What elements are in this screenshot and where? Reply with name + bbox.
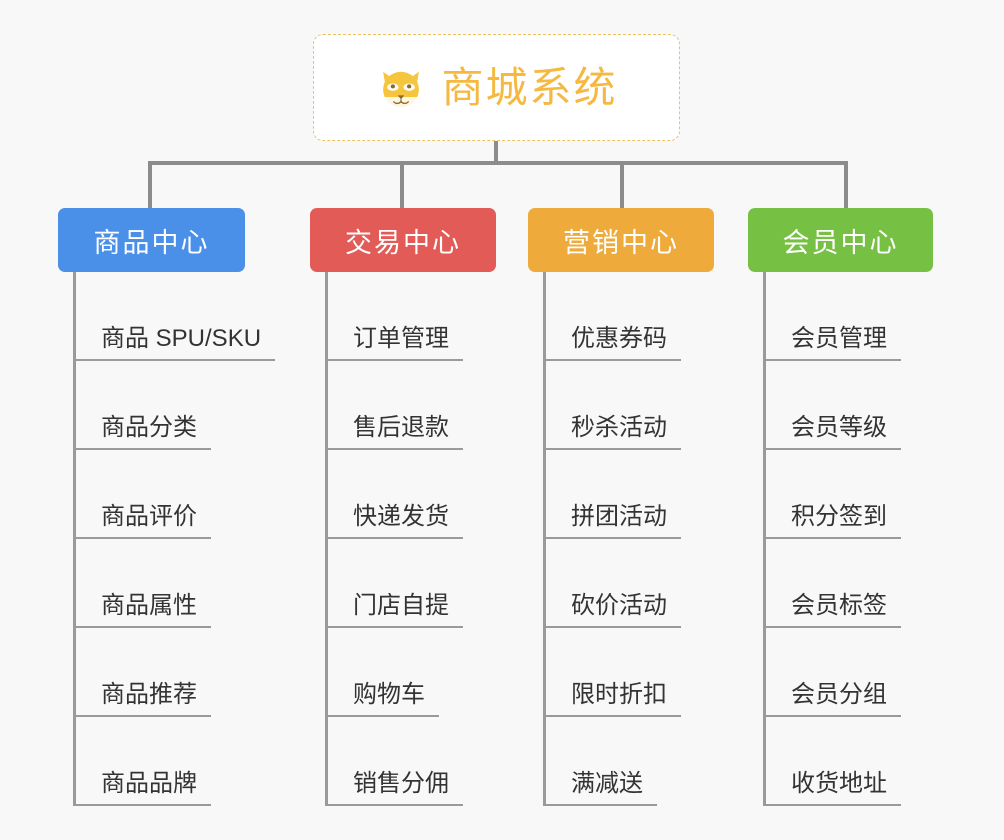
leaf-item[interactable]: 售后退款 (325, 361, 463, 450)
branch-spine-2 (325, 272, 328, 806)
leaf-item[interactable]: 商品属性 (73, 539, 211, 628)
leaf-item[interactable]: 商品评价 (73, 450, 211, 539)
leaf-label: 砍价活动 (543, 592, 681, 628)
leaf-label: 拼团活动 (543, 503, 681, 539)
leaf-label: 收货地址 (763, 770, 901, 806)
leaf-label: 售后退款 (325, 414, 463, 450)
branch-bus-connector (148, 161, 848, 165)
leaf-item[interactable]: 销售分佣 (325, 717, 463, 806)
branch-drop-connector-3 (620, 161, 624, 208)
leaf-item[interactable]: 订单管理 (325, 272, 463, 361)
leaf-label: 商品属性 (73, 592, 211, 628)
root-stem-connector (494, 141, 498, 163)
leaf-label: 商品推荐 (73, 681, 211, 717)
branch-header-3[interactable]: 营销中心 (528, 208, 714, 272)
leaf-item[interactable]: 砍价活动 (543, 539, 681, 628)
branch-header-label-3: 营销中心 (563, 227, 679, 258)
branch-header-2[interactable]: 交易中心 (310, 208, 496, 272)
leaf-label: 订单管理 (325, 325, 463, 361)
leaf-item[interactable]: 快递发货 (325, 450, 463, 539)
branch-spine-1 (73, 272, 76, 806)
leaf-label: 秒杀活动 (543, 414, 681, 450)
leaf-item[interactable]: 门店自提 (325, 539, 463, 628)
leaf-label: 会员标签 (763, 592, 901, 628)
leaf-item[interactable]: 满减送 (543, 717, 657, 806)
branch-header-4[interactable]: 会员中心 (748, 208, 933, 272)
branch-header-label-2: 交易中心 (345, 227, 461, 258)
leaf-item[interactable]: 会员管理 (763, 272, 901, 361)
leaf-label: 满减送 (543, 770, 657, 806)
dog-face-icon (383, 71, 420, 107)
leaf-item[interactable]: 会员等级 (763, 361, 901, 450)
root-node[interactable]: 商城系统 (313, 34, 680, 141)
leaf-label: 会员等级 (763, 414, 901, 450)
leaf-item[interactable]: 优惠券码 (543, 272, 681, 361)
leaf-label: 门店自提 (325, 592, 463, 628)
root-title: 商城系统 (441, 63, 618, 111)
leaf-label: 商品 SPU/SKU (73, 325, 276, 361)
branch-header-label-4: 会员中心 (782, 227, 899, 258)
leaf-item[interactable]: 商品 SPU/SKU (73, 272, 276, 361)
leaf-item[interactable]: 拼团活动 (543, 450, 681, 539)
leaf-item[interactable]: 会员标签 (763, 539, 901, 628)
leaf-label: 商品品牌 (73, 770, 211, 806)
leaf-label: 购物车 (325, 681, 439, 717)
branch-header-label-1: 商品中心 (93, 227, 210, 258)
branch-drop-connector-4 (844, 161, 848, 208)
leaf-label: 快递发货 (325, 503, 463, 539)
leaf-label: 会员管理 (763, 325, 901, 361)
branch-spine-3 (543, 272, 546, 806)
leaf-label: 销售分佣 (325, 770, 463, 806)
branch-spine-4 (763, 272, 766, 806)
leaf-label: 限时折扣 (543, 681, 681, 717)
leaf-item[interactable]: 限时折扣 (543, 628, 681, 717)
leaf-item[interactable]: 商品推荐 (73, 628, 211, 717)
leaf-item[interactable]: 购物车 (325, 628, 439, 717)
leaf-item[interactable]: 商品品牌 (73, 717, 211, 806)
leaf-item[interactable]: 收货地址 (763, 717, 901, 806)
leaf-label: 商品评价 (73, 503, 211, 539)
branch-drop-connector-1 (148, 161, 152, 208)
leaf-item[interactable]: 秒杀活动 (543, 361, 681, 450)
leaf-item[interactable]: 商品分类 (73, 361, 211, 450)
leaf-item[interactable]: 积分签到 (763, 450, 901, 539)
leaf-label: 商品分类 (73, 414, 211, 450)
branch-header-1[interactable]: 商品中心 (58, 208, 245, 272)
branch-drop-connector-2 (400, 161, 404, 208)
leaf-label: 积分签到 (763, 503, 901, 539)
leaf-label: 优惠券码 (543, 325, 681, 361)
leaf-item[interactable]: 会员分组 (763, 628, 901, 717)
leaf-label: 会员分组 (763, 681, 901, 717)
